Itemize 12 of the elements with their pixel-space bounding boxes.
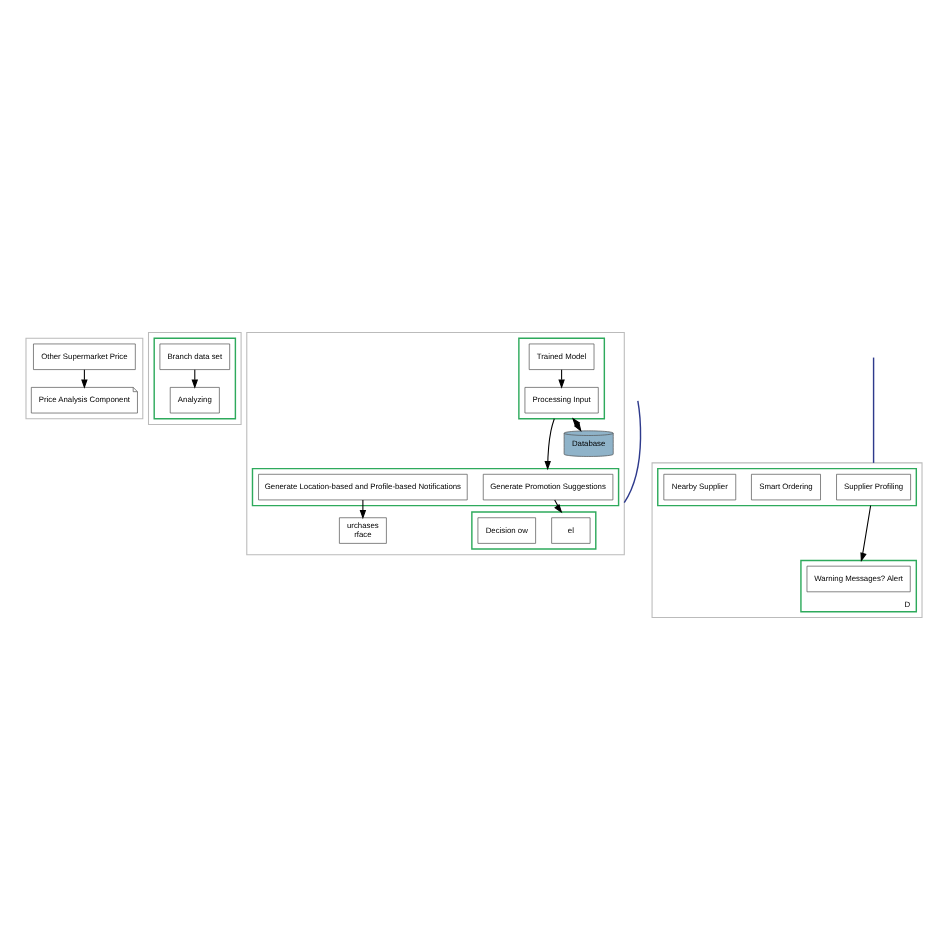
cluster	[246, 331, 625, 555]
connector	[623, 399, 642, 503]
cluster	[651, 461, 923, 617]
cluster	[25, 336, 144, 419]
connector	[872, 355, 875, 463]
arrow	[359, 498, 367, 519]
arrow	[860, 504, 872, 562]
arrow	[544, 417, 555, 470]
cluster	[471, 510, 597, 549]
cluster	[518, 336, 606, 419]
cluster	[657, 466, 918, 506]
cluster	[251, 466, 620, 506]
